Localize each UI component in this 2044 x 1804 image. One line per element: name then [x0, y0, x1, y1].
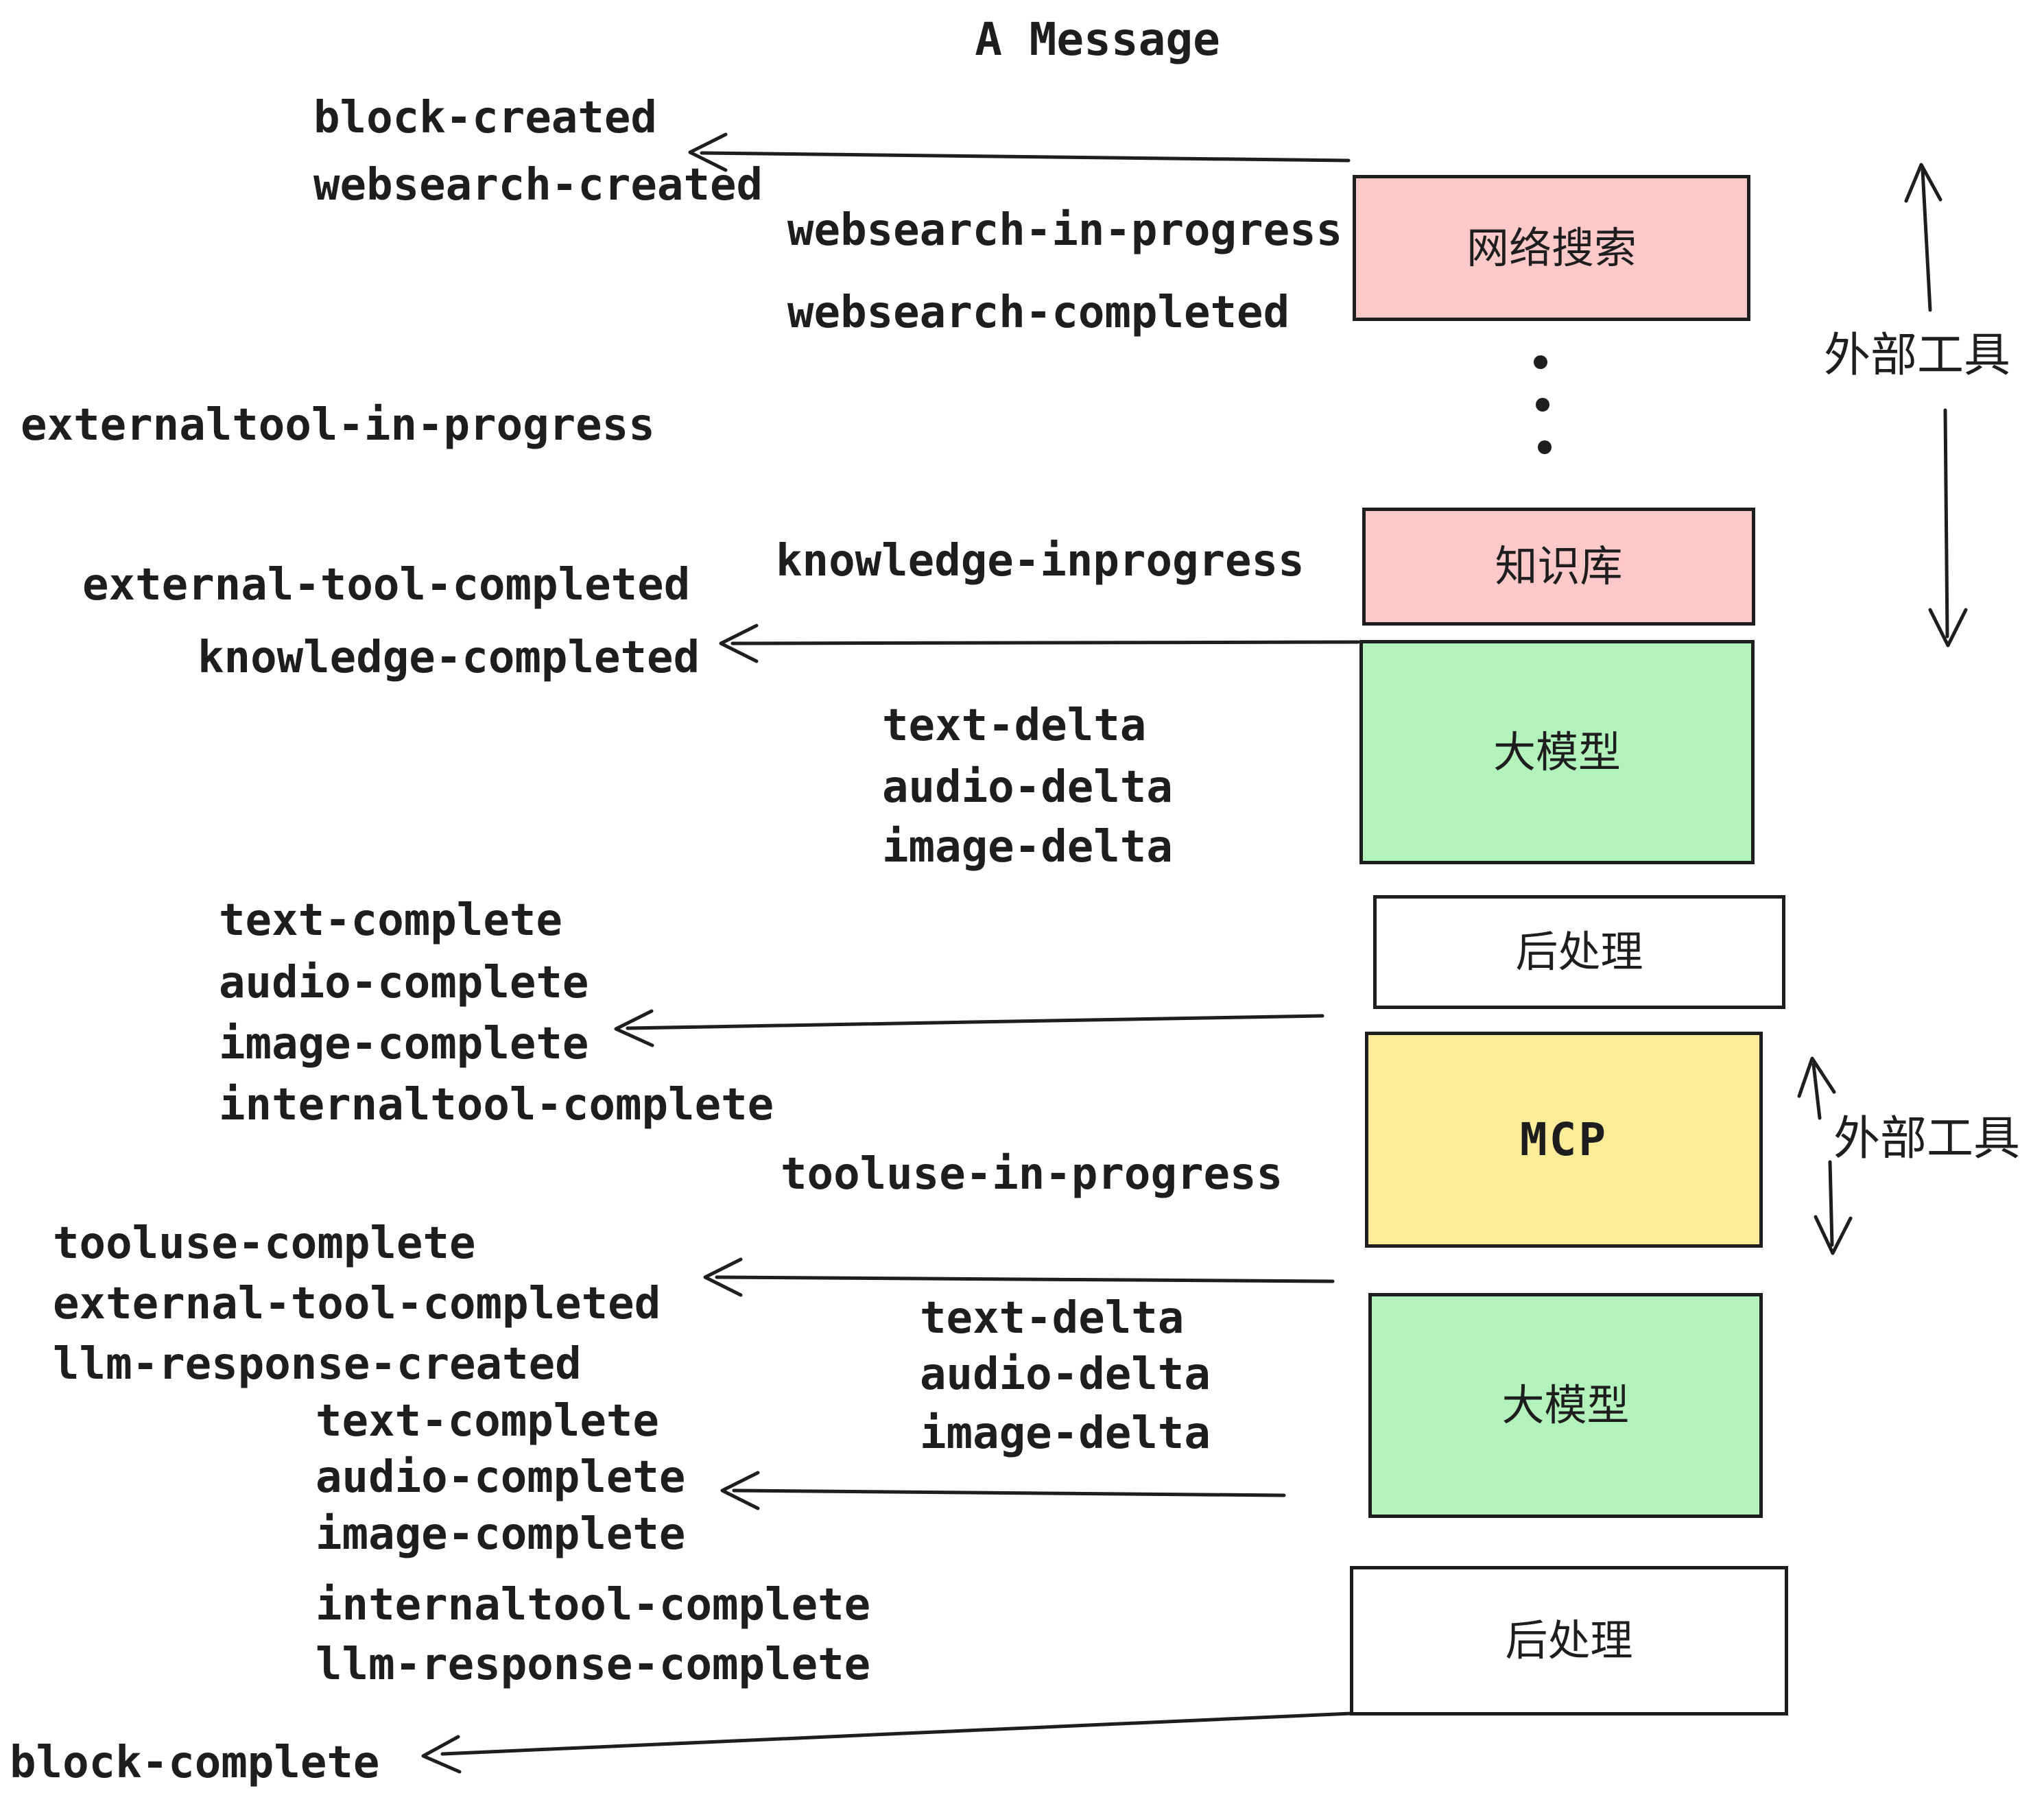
external-tools-up-arrow-icon	[1904, 163, 1942, 312]
box-mcp: MCP	[1365, 1032, 1763, 1248]
box-llm-1: 大模型	[1359, 640, 1755, 864]
box-mcp-label: MCP	[1519, 1113, 1608, 1166]
label-text-delta-2: text-delta	[920, 1293, 1185, 1344]
label-block-complete: block-complete	[10, 1737, 380, 1788]
arrow-to-audio-complete-icon	[720, 1471, 1286, 1510]
label-websearch-completed: websearch-completed	[787, 287, 1290, 338]
label-internaltool-complete-1: internaltool-complete	[219, 1080, 774, 1130]
box-post-process-1-label: 后处理	[1515, 927, 1643, 977]
label-block-created: block-created	[313, 93, 657, 143]
external-tools-down-arrow-icon	[1928, 408, 1968, 648]
label-external-tool-completed-2: external-tool-completed	[53, 1279, 661, 1329]
arrow-to-block-created-icon	[688, 132, 1351, 172]
box-web-search: 网络搜索	[1353, 175, 1750, 321]
label-text-complete-1: text-complete	[219, 895, 562, 946]
label-audio-complete-1: audio-complete	[219, 958, 589, 1008]
label-tooluse-in-progress: tooluse-in-progress	[781, 1149, 1283, 1200]
label-external-tools-top: 外部工具	[1823, 329, 2011, 383]
box-llm-2-label: 大模型	[1501, 1380, 1630, 1430]
diagram-title: A Message	[975, 13, 1220, 66]
label-tooluse-complete: tooluse-complete	[53, 1218, 476, 1269]
label-audio-delta-2: audio-delta	[920, 1349, 1211, 1400]
box-post-process-2-label: 后处理	[1505, 1615, 1633, 1665]
label-websearch-created: websearch-created	[313, 160, 763, 211]
mcp-external-tools-up-arrow-icon	[1797, 1056, 1836, 1120]
label-image-complete-2: image-complete	[316, 1509, 686, 1560]
label-llm-response-created: llm-response-created	[53, 1339, 582, 1390]
mcp-external-tools-down-arrow-icon	[1814, 1160, 1853, 1255]
box-post-process-2: 后处理	[1350, 1566, 1788, 1716]
box-post-process-1: 后处理	[1373, 895, 1785, 1009]
label-external-tools-mcp: 外部工具	[1833, 1112, 2021, 1166]
label-knowledge-inprogress: knowledge-inprogress	[776, 536, 1305, 586]
label-externaltool-in-progress: externaltool-in-progress	[21, 400, 655, 451]
box-knowledge-base: 知识库	[1362, 508, 1755, 626]
arrow-to-knowledge-completed-icon	[719, 624, 1360, 663]
label-image-complete-1: image-complete	[219, 1019, 589, 1069]
label-audio-complete-2: audio-complete	[316, 1452, 686, 1503]
box-llm-1-label: 大模型	[1493, 726, 1621, 777]
label-text-complete-2: text-complete	[316, 1396, 659, 1447]
label-external-tool-completed: external-tool-completed	[82, 560, 691, 610]
label-image-delta-1: image-delta	[882, 822, 1173, 873]
box-web-search-label: 网络搜索	[1466, 222, 1637, 273]
ellipsis-dots-icon	[1534, 355, 1552, 454]
box-knowledge-base-label: 知识库	[1495, 541, 1623, 591]
label-image-delta-2: image-delta	[920, 1408, 1211, 1459]
label-knowledge-completed: knowledge-completed	[198, 632, 700, 683]
label-internaltool-complete-2: internaltool-complete	[316, 1580, 871, 1630]
label-llm-response-complete: llm-response-complete	[316, 1639, 871, 1690]
box-llm-2: 大模型	[1368, 1293, 1763, 1518]
label-text-delta-1: text-delta	[882, 700, 1147, 751]
arrow-to-block-complete-icon	[421, 1711, 1353, 1774]
label-audio-delta-1: audio-delta	[882, 762, 1173, 813]
arrow-to-image-complete-icon	[614, 1009, 1324, 1047]
arrow-to-tooluse-complete-icon	[703, 1257, 1335, 1297]
label-websearch-in-progress: websearch-in-progress	[787, 205, 1343, 256]
